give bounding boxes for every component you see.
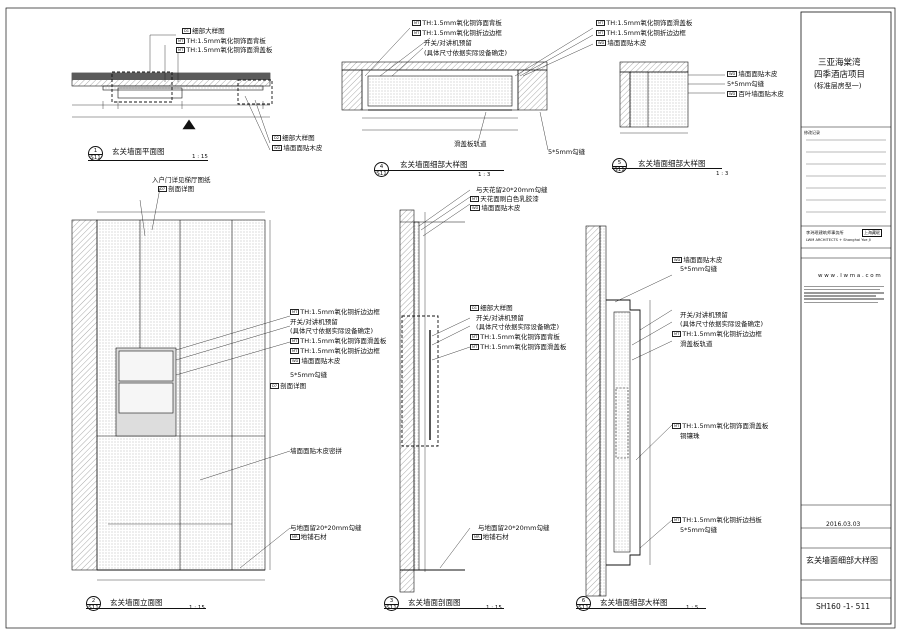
view-scale-6: 1 : 5: [686, 605, 699, 611]
view-bubble-2: 2S11: [86, 596, 101, 611]
callout-slide-track: 滑盖板轨道: [680, 340, 713, 348]
drawing-number: SH160 -1- 511: [816, 602, 870, 611]
view-caption-1: 玄关墙面平面图: [112, 147, 165, 156]
view-caption-2: 玄关墙面立面图: [110, 598, 163, 607]
callout-groove: 5*5mm勾缝: [680, 265, 718, 273]
view-bubble-6: 6S11: [576, 596, 591, 611]
view-scale-5: 1 : 3: [716, 171, 729, 177]
callout-switch-reserve: 开关/对讲机预留: [476, 314, 524, 322]
view-caption-6: 玄关墙面细部大样图: [600, 598, 668, 607]
firm-name-en: LWM ARCHITECTS + Shanghai Yue Ji: [806, 238, 871, 242]
firm-website: w w w . l w m a . c o m: [818, 273, 881, 279]
callout-ceiling-groove: 与天花留20*20mm勾缝: [476, 186, 548, 194]
callout-floor-groove: 与地面留20*20mm勾缝: [478, 524, 550, 532]
project-name-line1: 三亚海棠湾: [818, 58, 861, 68]
drawing-title: 玄关墙面细部大样图: [806, 556, 878, 565]
callout-switch-note: (具体尺寸依据实际设备确定): [476, 323, 560, 331]
view-bubble-3: 3S11: [384, 596, 399, 611]
view-scale-4: 1 : 3: [478, 172, 491, 178]
view-caption-3: 玄关墙面剖面图: [408, 598, 461, 607]
firm-logo: 上海藏珉: [862, 229, 882, 237]
callout-groove: 5*5mm勾缝: [548, 148, 586, 156]
callout-veneer-joint: 墙面面贴木皮密拼: [290, 447, 342, 455]
project-name-line2: 四季酒店项目: [814, 70, 866, 80]
callout-switch-note: (具体尺寸依据实际设备确定): [424, 49, 508, 57]
view-caption-5: 玄关墙面细部大样图: [638, 159, 706, 168]
callout-floor-groove: 与地面留20*20mm勾缝: [290, 524, 362, 532]
callout-groove: 5*5mm勾缝: [680, 526, 718, 534]
project-name-line3: (标准层房型一): [814, 82, 862, 90]
callout-groove: 5*5mm勾缝: [290, 371, 328, 379]
callout-copper-bead: 铜镶珠: [680, 432, 700, 440]
firm-name-cn: 李玮珉建筑师事务所: [806, 230, 844, 235]
callout-groove: 5*5mm勾缝: [727, 80, 765, 88]
callout-switch-reserve: 开关/对讲机预留: [680, 311, 728, 319]
view-scale-1: 1 : 15: [192, 154, 208, 160]
callout-switch-reserve: 开关/对讲机预留: [290, 318, 338, 326]
office-note-block: [804, 284, 884, 305]
view-caption-4: 玄关墙面细部大样图: [400, 160, 468, 169]
view-scale-3: 1 : 15: [486, 605, 502, 611]
callout-slide-track: 滑盖板轨道: [454, 140, 487, 148]
callout-door-ref: 入户门详见梯厅图纸: [152, 176, 211, 184]
callout-switch-note: (具体尺寸依据实际设备确定): [680, 320, 764, 328]
view-scale-2: 1 : 15: [189, 605, 205, 611]
callout-switch-note: (具体尺寸依据实际设备确定): [290, 327, 374, 335]
revisions-label: 修改记录: [804, 130, 820, 135]
callout-switch-reserve: 开关/对讲机预留: [424, 39, 472, 47]
drawing-date: 2016.03.03: [826, 521, 861, 528]
